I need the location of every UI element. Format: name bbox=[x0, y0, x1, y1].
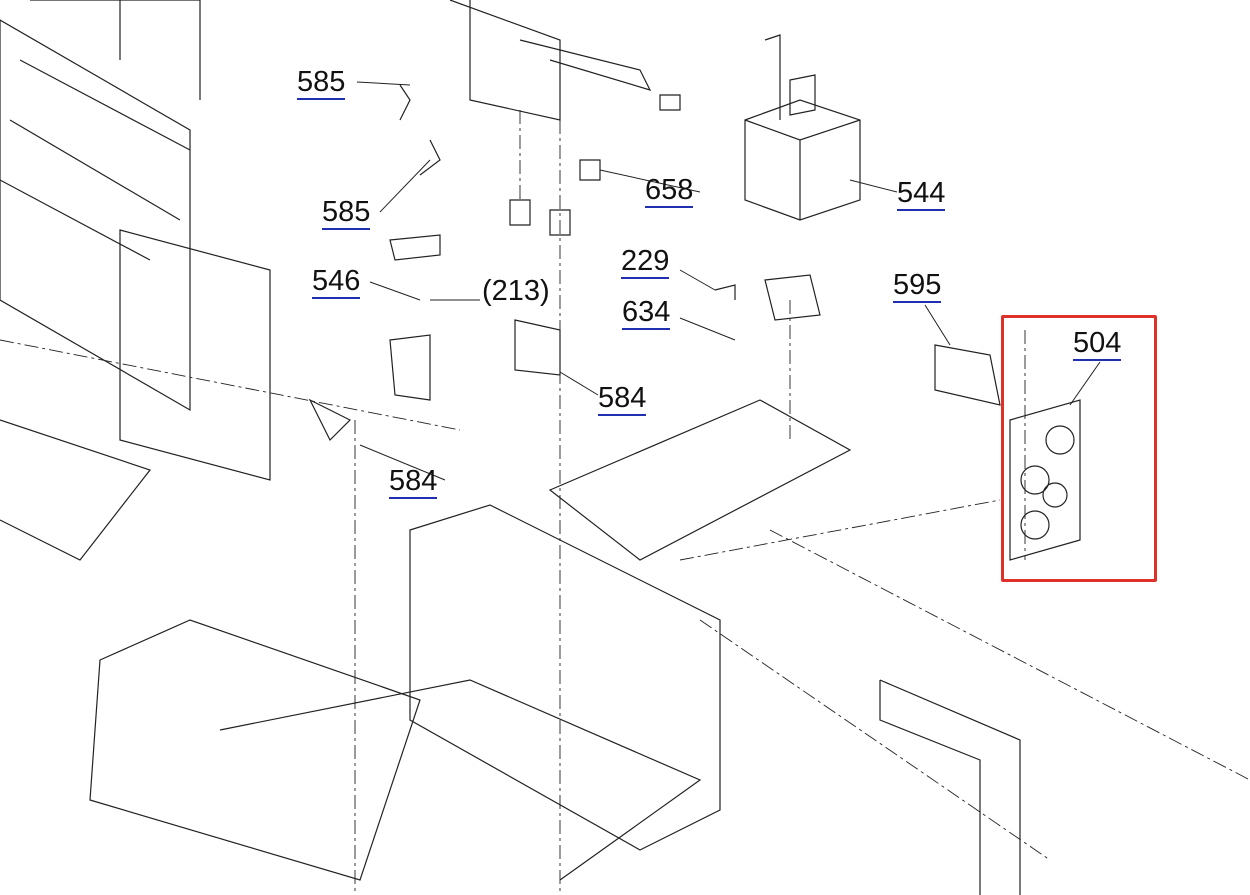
callout-658[interactable]: 658 bbox=[645, 174, 694, 208]
callout-595[interactable]: 595 bbox=[893, 269, 942, 303]
callout-585-upper[interactable]: 585 bbox=[297, 66, 346, 100]
callout-544[interactable]: 544 bbox=[897, 177, 946, 211]
callout-213-reference: (213) bbox=[482, 275, 550, 307]
callout-504[interactable]: 504 bbox=[1073, 327, 1122, 361]
callout-584-left[interactable]: 584 bbox=[389, 465, 438, 499]
callout-584-right[interactable]: 584 bbox=[598, 382, 647, 416]
callout-546[interactable]: 546 bbox=[312, 265, 361, 299]
callout-634[interactable]: 634 bbox=[622, 296, 671, 330]
callout-585-lower[interactable]: 585 bbox=[322, 196, 371, 230]
highlight-box-504 bbox=[1001, 315, 1157, 582]
callout-229[interactable]: 229 bbox=[621, 245, 670, 279]
